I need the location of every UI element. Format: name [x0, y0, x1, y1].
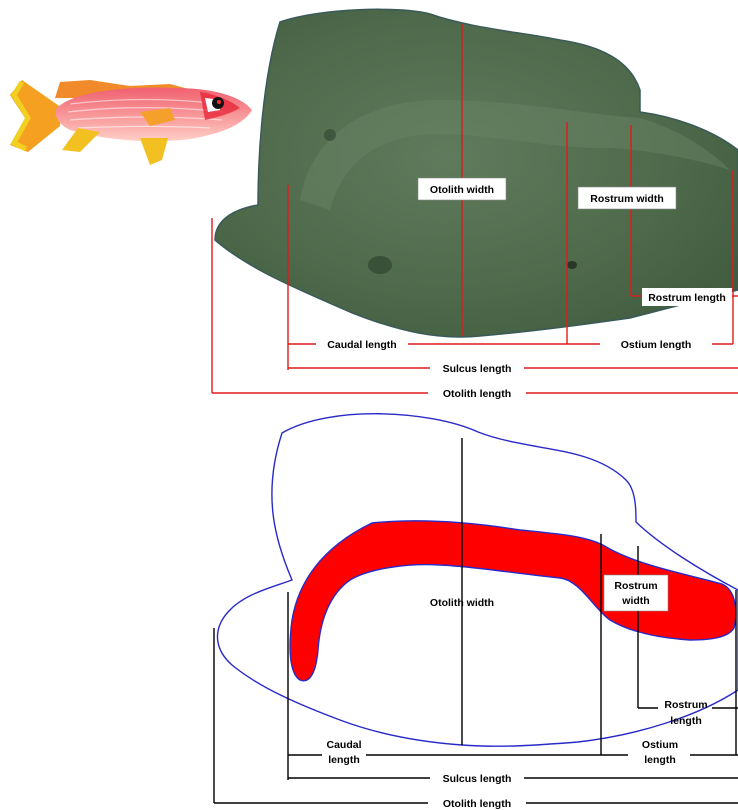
bottom-caudal-length-label-2: length	[328, 754, 360, 766]
bottom-rostrum-length-label-2: length	[670, 715, 702, 727]
bottom-ostium-length-label-1: Ostium	[642, 739, 678, 751]
squirrelfish-icon	[10, 80, 252, 165]
top-rostrum-length-label: Rostrum length	[648, 292, 726, 304]
top-otolith-width-label: Otolith width	[430, 184, 494, 196]
bottom-otolith-length-label: Otolith length	[443, 798, 511, 810]
top-rostrum-width-label: Rostrum width	[590, 193, 664, 205]
top-sulcus-length-label: Sulcus length	[443, 363, 512, 375]
bottom-sulcus-length-label: Sulcus length	[443, 773, 512, 785]
bottom-rostrum-length-label-1: Rostrum	[664, 699, 707, 711]
bottom-ostium-length-label-2: length	[644, 754, 676, 766]
bottom-otolith-width-label: Otolith width	[430, 597, 494, 609]
bottom-rostrum-width-label-1: Rostrum	[614, 580, 657, 592]
top-caudal-length-label: Caudal length	[327, 339, 396, 351]
bottom-rostrum-width-label-2: width	[621, 595, 649, 607]
bottom-caudal-length-label-1: Caudal	[326, 739, 361, 751]
top-ostium-length-label: Ostium length	[621, 339, 692, 351]
otolith-photo	[215, 9, 738, 337]
top-otolith-length-label: Otolith length	[443, 388, 511, 400]
